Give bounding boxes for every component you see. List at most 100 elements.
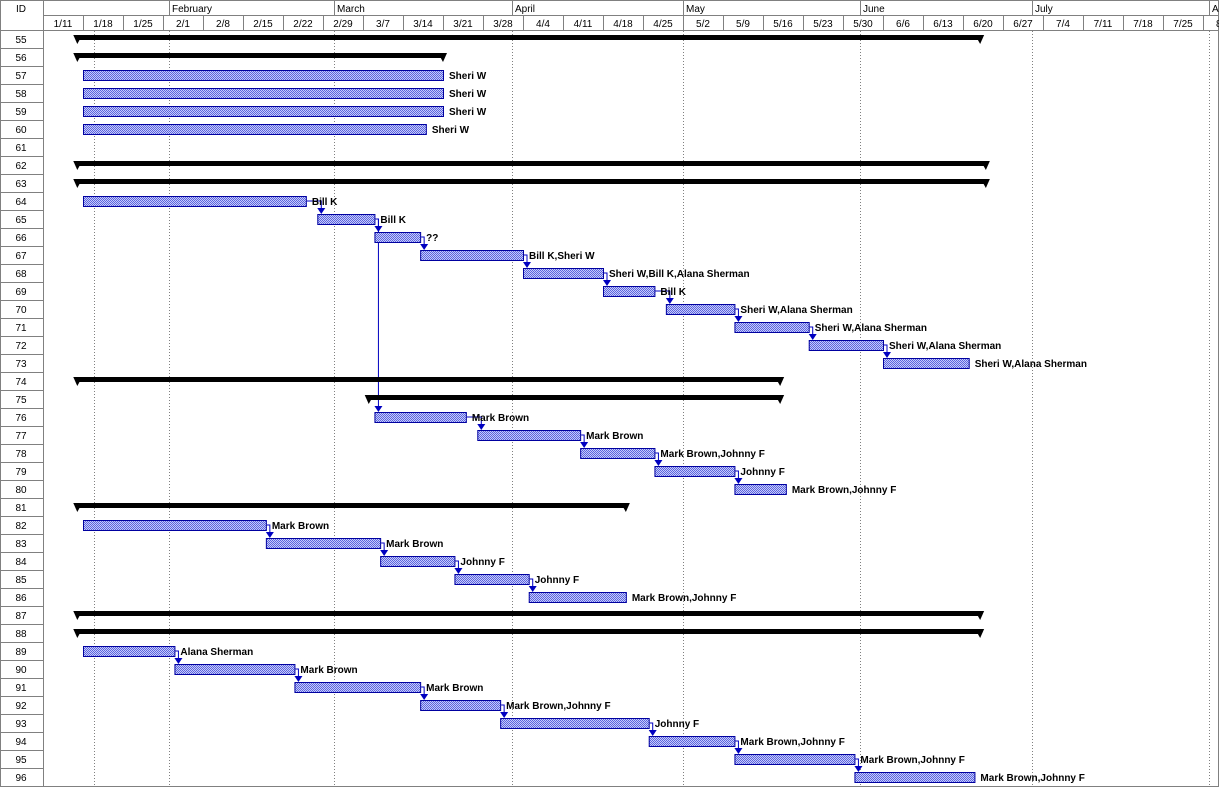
resource-label: Mark Brown,Johnny F [740, 737, 844, 748]
dependency-arrow [477, 424, 486, 430]
resource-label: Alana Sherman [180, 647, 253, 658]
resource-label: Sheri W [432, 125, 470, 136]
row-id: 68 [15, 269, 27, 280]
week-tick-label: 2/1 [176, 19, 190, 30]
task-bar [420, 250, 524, 261]
resource-label: Mark Brown,Johnny F [860, 755, 964, 766]
summary-bar [368, 395, 781, 400]
dependency-line [735, 308, 739, 318]
row-id: 57 [15, 71, 27, 82]
dependency-line [501, 704, 505, 714]
row-id: 92 [15, 701, 27, 712]
summary-bar [77, 611, 981, 616]
dependency-arrow [580, 442, 589, 448]
row-id: 79 [15, 467, 27, 478]
week-tick-label: 3/7 [376, 19, 390, 30]
resource-label: Bill K [660, 287, 686, 298]
dependency-arrow [265, 532, 274, 538]
summary-end-marker [775, 395, 785, 404]
dependency-line [581, 434, 585, 444]
dependency-arrow [734, 748, 743, 754]
month-label: February [172, 4, 212, 15]
row-id: 84 [15, 557, 27, 568]
task-bar [854, 772, 976, 783]
task-bar [603, 286, 656, 297]
dependency-line [649, 722, 654, 732]
task-bar [454, 574, 530, 585]
dependency-arrow [648, 730, 657, 736]
task-bar [734, 484, 787, 495]
row-id: 80 [15, 485, 27, 496]
week-tick-label: 4/18 [613, 19, 633, 30]
resource-label: Mark Brown,Johnny F [660, 449, 764, 460]
task-bar [734, 322, 810, 333]
row-id: 90 [15, 665, 27, 676]
id-column: 5556575859606162636465666768697071727374… [0, 35, 43, 787]
bars-layer [73, 35, 990, 783]
dependency-arrow [174, 658, 183, 664]
summary-start-marker [73, 503, 83, 512]
task-bar [174, 664, 296, 675]
summary-end-marker [438, 53, 447, 62]
summary-start-marker [73, 161, 83, 170]
month-label: August [1212, 4, 1219, 15]
row-id: 59 [15, 107, 27, 118]
summary-bar [77, 35, 981, 40]
week-tick-label: 1/18 [93, 19, 113, 30]
dependency-arrow [665, 298, 674, 304]
row-id: 70 [15, 305, 27, 316]
week-tick-label: 4/25 [653, 19, 673, 30]
task-bar [83, 106, 444, 117]
resource-label: Sheri W,Bill K,Alana Sherman [609, 269, 750, 280]
task-bar [420, 700, 502, 711]
dependency-line [884, 344, 888, 354]
task-bar [83, 88, 444, 99]
week-tick-label: 5/16 [773, 19, 793, 30]
row-id: 77 [15, 431, 27, 442]
summary-bar [77, 53, 444, 58]
month-label: May [686, 4, 705, 15]
dependency-line [295, 668, 299, 678]
dependency-line [809, 326, 814, 336]
row-id: 60 [15, 125, 27, 136]
row-id: 66 [15, 233, 27, 244]
task-bar [83, 646, 176, 657]
row-id: 56 [15, 53, 27, 64]
resource-label: Sheri W,Alana Sherman [889, 341, 1001, 352]
task-bar [665, 304, 736, 315]
resource-label: Mark Brown,Johnny F [632, 593, 736, 604]
resource-label: Mark Brown [472, 413, 529, 424]
row-id: 71 [15, 323, 27, 334]
row-id: 82 [15, 521, 27, 532]
dependency-arrow [854, 766, 863, 772]
resource-label: Mark Brown,Johnny F [980, 773, 1084, 784]
row-id: 61 [15, 143, 27, 154]
resource-label: Mark Brown [426, 683, 483, 694]
dependency-arrow [734, 316, 743, 322]
row-id: 64 [15, 197, 27, 208]
task-bar [83, 124, 427, 135]
task-bar [808, 340, 885, 351]
week-tick-label: 6/20 [973, 19, 993, 30]
resource-label: Sheri W [449, 71, 487, 82]
dependency-arrow [420, 694, 429, 700]
week-tick-label: 7/18 [1133, 19, 1153, 30]
task-bar [374, 232, 422, 243]
summary-end-marker [775, 377, 785, 386]
summary-end-marker [980, 179, 990, 188]
row-id: 75 [15, 395, 27, 406]
week-tick-label: 1/11 [54, 19, 73, 30]
summary-start-marker [73, 629, 83, 638]
summary-end-marker [975, 611, 985, 620]
row-id: 74 [15, 377, 27, 388]
id-column-header: ID [16, 4, 26, 15]
dependency-line [175, 650, 179, 660]
row-id: 73 [15, 359, 27, 370]
week-tick-label: 2/22 [293, 19, 313, 30]
resource-label: Mark Brown,Johnny F [792, 485, 896, 496]
task-bar [83, 70, 444, 81]
summary-bar [77, 503, 626, 508]
week-tick-label: 2/29 [333, 19, 353, 30]
resource-label: Johnny F [655, 719, 699, 730]
